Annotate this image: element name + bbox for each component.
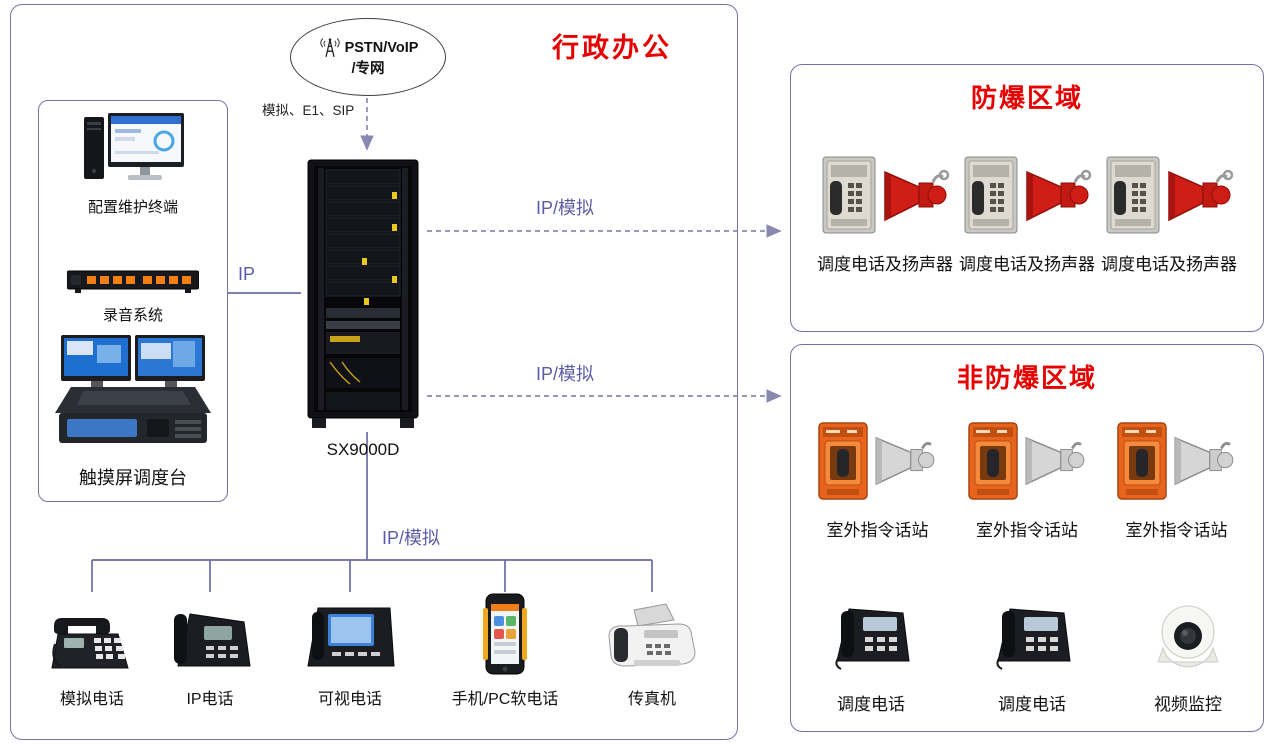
ex-group-label: 调度电话及扬声器 bbox=[1101, 255, 1237, 274]
ex-phone-speaker-group: 调度电话及扬声器 bbox=[959, 153, 1095, 275]
explosion-proof-phone-icon bbox=[821, 155, 877, 235]
softphone-label: 手机/PC软电话 bbox=[451, 691, 559, 708]
dispatch-phone-icon bbox=[831, 599, 911, 671]
smartphone-icon bbox=[482, 592, 528, 676]
ip-phone-item: IP电话 bbox=[150, 592, 270, 709]
cloud-label-line1: PSTN/VoIP bbox=[344, 39, 419, 56]
dispatch-phone-item: 调度电话 bbox=[992, 593, 1072, 715]
ip-link-label: IP bbox=[238, 264, 256, 284]
dispatch-phone-label: 调度电话 bbox=[837, 695, 905, 714]
station-label: 室外指令话站 bbox=[976, 521, 1078, 540]
gray-horn-speaker-icon bbox=[1173, 436, 1237, 486]
red-horn-speaker-icon bbox=[882, 166, 950, 224]
config-terminal-label: 配置维护终端 bbox=[87, 199, 178, 216]
terminals-link-label: IP/模拟 bbox=[382, 528, 441, 548]
cloud-label-line2: /专网 bbox=[351, 60, 385, 77]
admin-area-title: 行政办公 bbox=[552, 33, 672, 63]
console-group-box: 配置维护终端 录音系统 触摸屏调度台 bbox=[38, 100, 228, 502]
video-phone-label: 可视电话 bbox=[317, 691, 382, 708]
station-label: 室外指令话站 bbox=[1125, 521, 1228, 540]
video-phone-icon bbox=[304, 600, 396, 676]
red-horn-speaker-icon bbox=[1166, 166, 1234, 224]
trunk-type-label: 模拟、E1、SIP bbox=[262, 103, 355, 118]
explosion-proof-area: 防爆区域 调度电话及扬声器 调度电话及扬声器 bbox=[790, 64, 1264, 332]
dispatch-phone-label: 调度电话 bbox=[998, 695, 1066, 714]
ex-group-label: 调度电话及扬声器 bbox=[959, 255, 1095, 274]
softphone-item: 手机/PC软电话 bbox=[435, 592, 575, 709]
fax-machine-icon bbox=[602, 602, 702, 676]
gray-horn-speaker-icon bbox=[1024, 436, 1088, 486]
pstn-cloud: PSTN/VoIP /专网 bbox=[290, 18, 446, 96]
outdoor-call-station-icon bbox=[817, 421, 869, 501]
recorder-icon bbox=[67, 267, 199, 297]
non-explosion-link-label: IP/模拟 bbox=[536, 364, 595, 384]
video-phone-item: 可视电话 bbox=[284, 592, 416, 709]
video-surveillance-item: 视频监控 bbox=[1153, 593, 1223, 715]
touchscreen-console-label: 触摸屏调度台 bbox=[79, 468, 187, 488]
dispatch-phone-item: 调度电话 bbox=[831, 593, 911, 715]
outdoor-call-station-icon bbox=[1116, 421, 1168, 501]
recording-system-item: 录音系统 bbox=[39, 267, 227, 325]
outdoor-station-group: 室外指令话站 bbox=[1116, 419, 1237, 541]
recording-system-label: 录音系统 bbox=[102, 307, 163, 324]
explosion-proof-phone-icon bbox=[963, 155, 1019, 235]
explosion-area-title: 防爆区域 bbox=[970, 83, 1083, 113]
non-explosion-proof-area: 非防爆区域 室外指令话站 室外指令话站 bbox=[790, 344, 1264, 732]
video-surveillance-label: 视频监控 bbox=[1154, 695, 1222, 714]
server-rack-label: SX9000D bbox=[326, 440, 400, 459]
camera-icon bbox=[1153, 602, 1223, 668]
desktop-computer-icon bbox=[77, 111, 189, 189]
fax-item: 传真机 bbox=[592, 592, 712, 709]
explosion-link-label: IP/模拟 bbox=[536, 198, 595, 218]
config-terminal-item: 配置维护终端 bbox=[39, 111, 227, 217]
explosion-proof-phone-icon bbox=[1105, 155, 1161, 235]
station-label: 室外指令话站 bbox=[826, 521, 929, 540]
non-explosion-area-title: 非防爆区域 bbox=[956, 363, 1097, 393]
ip-phone-label: IP电话 bbox=[186, 691, 234, 708]
outdoor-station-group: 室外指令话站 bbox=[967, 419, 1088, 541]
ex-group-label: 调度电话及扬声器 bbox=[817, 255, 953, 274]
analog-phone-label: 模拟电话 bbox=[59, 691, 124, 708]
rack-to-terminals-link bbox=[91, 432, 653, 592]
red-horn-speaker-icon bbox=[1024, 166, 1092, 224]
analog-phone-item: 模拟电话 bbox=[32, 592, 152, 709]
outdoor-call-station-icon bbox=[967, 421, 1019, 501]
ex-phone-speaker-group: 调度电话及扬声器 bbox=[1101, 153, 1237, 275]
ex-phone-speaker-group: 调度电话及扬声器 bbox=[817, 153, 953, 275]
antenna-icon bbox=[318, 36, 342, 60]
touchscreen-console-item: 触摸屏调度台 bbox=[39, 335, 227, 490]
admin-office-area bbox=[10, 4, 738, 740]
ip-phone-icon bbox=[168, 604, 252, 676]
dispatch-console-icon bbox=[53, 335, 213, 457]
gray-horn-speaker-icon bbox=[874, 436, 938, 486]
outdoor-station-group: 室外指令话站 bbox=[817, 419, 938, 541]
fax-label: 传真机 bbox=[627, 691, 676, 708]
server-rack-icon bbox=[302, 158, 424, 432]
analog-phone-icon bbox=[50, 604, 134, 676]
dispatch-phone-icon bbox=[992, 599, 1072, 671]
